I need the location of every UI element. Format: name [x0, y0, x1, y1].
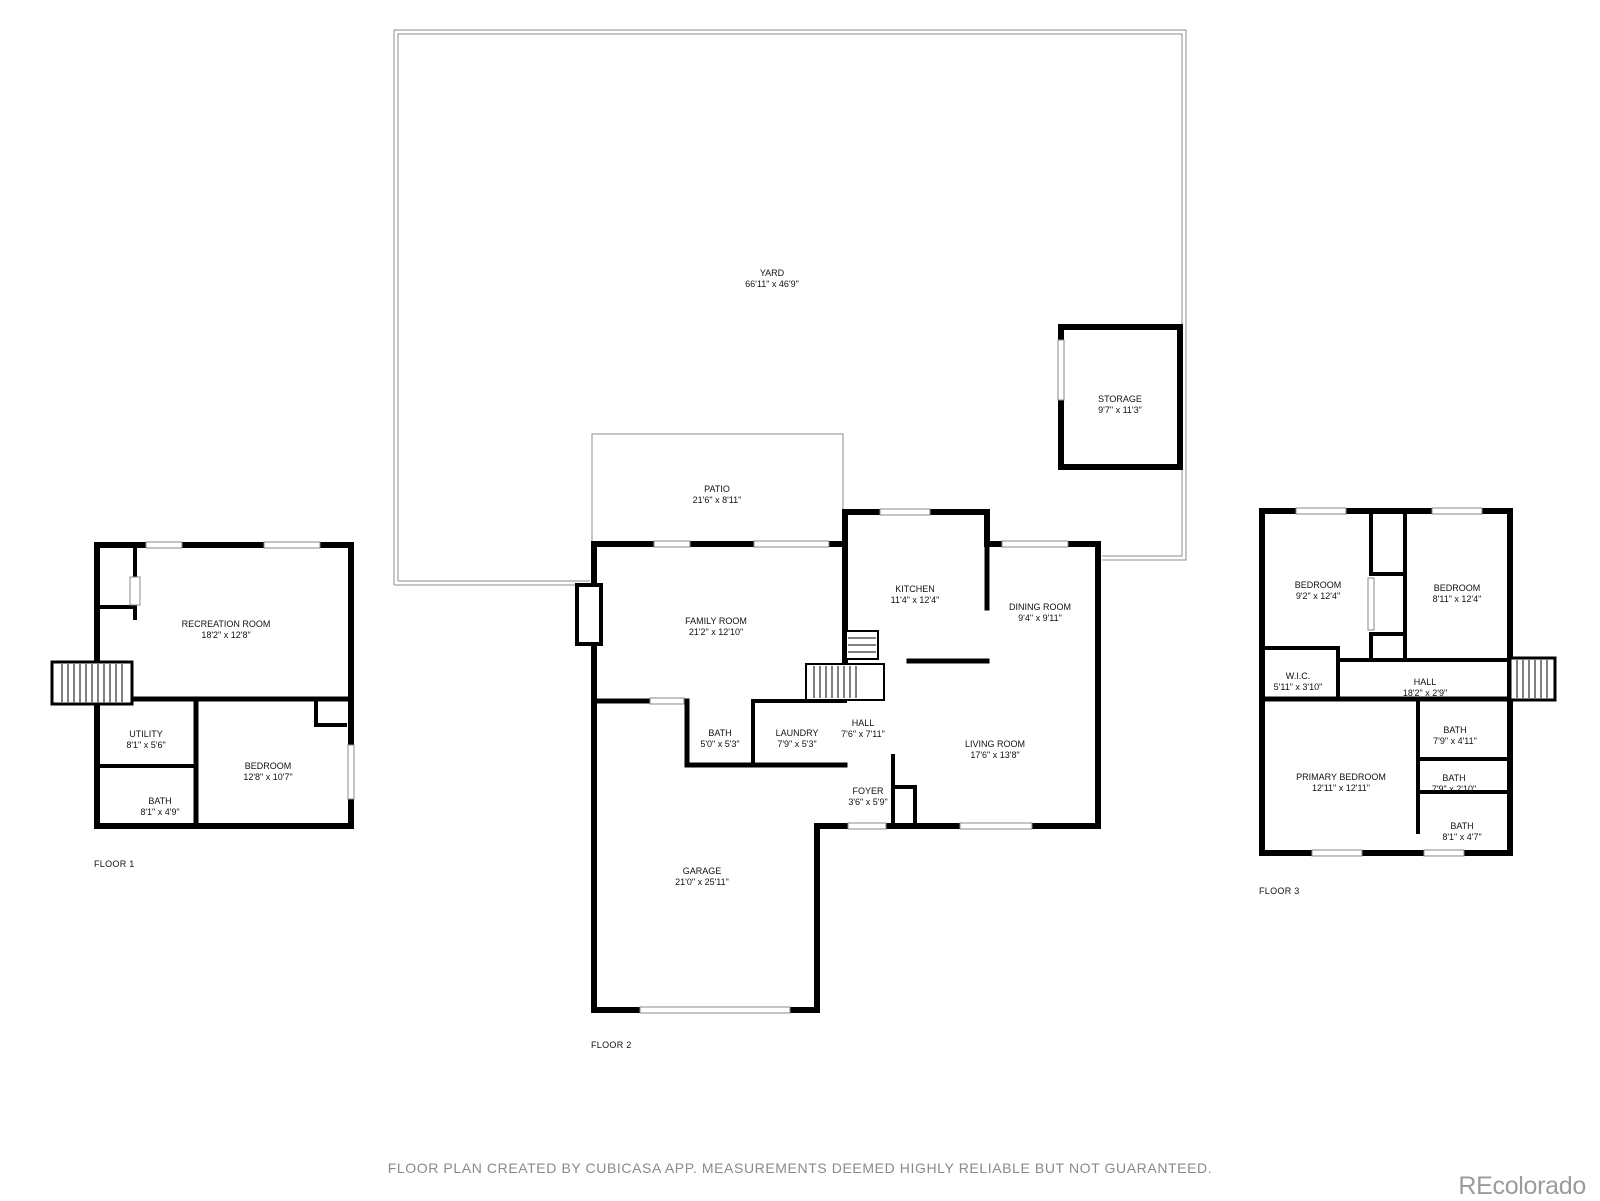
room-label-bath-floor-3-c: BATH 8'1" x 4'7": [1442, 821, 1481, 843]
floor-1-stairs: [50, 660, 134, 706]
room-dimensions: 3'6" x 5'9": [848, 797, 888, 807]
room-dimensions: 9'7" x 11'3": [1098, 405, 1142, 415]
room-dimensions: 66'11" x 46'9": [745, 279, 799, 289]
disclaimer-text: FLOOR PLAN CREATED BY CUBICASA APP. MEAS…: [387, 1160, 1213, 1176]
room-label-bedroom-floor-3-left: BEDROOM 9'2" x 12'4": [1295, 580, 1342, 602]
room-dimensions: 11'4" x 12'4": [890, 595, 940, 605]
room-name: DINING ROOM: [1009, 602, 1071, 612]
room-name: UTILITY: [129, 729, 163, 739]
room-dimensions: 12'11" x 12'11": [1311, 783, 1371, 793]
room-label-bath-floor-1: BATH 8'1" x 4'9": [140, 796, 179, 818]
room-dimensions: 7'9" x 4'11": [1433, 736, 1477, 746]
room-dimensions: 7'9" x 2'10": [1431, 784, 1477, 794]
room-label-bedroom-floor-3-right: BEDROOM 8'11" x 12'4": [1433, 583, 1482, 605]
room-label-yard: YARD 66'11" x 46'9": [745, 268, 799, 290]
room-name: FOYER: [852, 786, 884, 796]
brand-watermark: REcolorado: [1458, 1172, 1586, 1200]
room-dimensions: 7'9" x 5'3": [777, 739, 817, 749]
floor-label-2: FLOOR 2: [591, 1040, 632, 1050]
room-name: RECREATION ROOM: [181, 619, 271, 629]
room-dimensions: 21'2" x 12'10": [688, 627, 744, 637]
floor-1-openings: [129, 541, 355, 800]
room-dimensions: 8'1" x 4'9": [140, 807, 180, 817]
room-label-bath-floor-3-a: BATH 7'9" x 4'11": [1433, 725, 1477, 747]
room-label-bath-floor-2: BATH 5'0" x 5'3": [700, 728, 739, 750]
room-dimensions: 12'8" x 10'7": [243, 772, 293, 782]
room-name: BATH: [1443, 725, 1467, 735]
room-dimensions: 21'0" x 25'11": [675, 877, 729, 887]
room-name: BATH: [708, 728, 732, 738]
room-dimensions: 7'6" x 7'11": [841, 729, 885, 739]
room-dimensions: 18'2" x 2'9": [1402, 688, 1448, 698]
room-name: LAUNDRY: [775, 728, 819, 738]
room-label-kitchen: KITCHEN 11'4" x 12'4": [891, 584, 940, 606]
room-name: BEDROOM: [1433, 583, 1481, 593]
room-label-patio: PATIO 21'6" x 8'11": [693, 484, 742, 506]
storage-shed: [1057, 324, 1183, 470]
room-label-bedroom-floor-1: BEDROOM 12'8" x 10'7": [243, 761, 292, 783]
room-label-hall-floor-2: HALL 7'6" x 7'11": [841, 718, 885, 740]
room-label-family-room: FAMILY ROOM 21'2" x 12'10": [685, 616, 747, 638]
room-label-garage: GARAGE 21'0" x 25'11": [675, 866, 729, 888]
room-dimensions: 8'1" x 5'6": [126, 740, 166, 750]
floor-2-walls: [575, 509, 1101, 1013]
room-name: GARAGE: [682, 866, 722, 876]
room-dimensions: 8'1" x 4'7": [1442, 832, 1482, 842]
room-label-wic: W.I.C. 5'11" x 3'10": [1274, 671, 1323, 693]
floor-label-3: FLOOR 3: [1259, 886, 1300, 896]
room-label-recreation-room: RECREATION ROOM 18'2" x 12'8": [182, 619, 271, 641]
room-name: W.I.C.: [1285, 671, 1311, 681]
floor-label-1: FLOOR 1: [94, 859, 135, 869]
patio-outline: [591, 433, 844, 542]
room-dimensions: 21'6" x 8'11": [692, 495, 742, 505]
room-name: STORAGE: [1098, 394, 1142, 404]
room-dimensions: 18'2" x 12'8": [201, 630, 251, 640]
room-name: LIVING ROOM: [964, 739, 1026, 749]
room-name: HALL: [1413, 677, 1437, 687]
yard-outline: [393, 29, 1187, 586]
room-name: FAMILY ROOM: [685, 616, 747, 626]
room-label-storage: STORAGE 9'7" x 11'3": [1098, 394, 1142, 416]
room-name: BATH: [1442, 773, 1466, 783]
room-name: BATH: [148, 796, 172, 806]
room-label-dining-room: DINING ROOM 9'4" x 9'11": [1009, 602, 1071, 624]
room-dimensions: 9'2" x 12'4": [1295, 591, 1341, 601]
room-dimensions: 9'4" x 9'11": [1018, 613, 1062, 623]
room-name: BATH: [1450, 821, 1474, 831]
room-name: PRIMARY BEDROOM: [1296, 772, 1386, 782]
room-name: BEDROOM: [244, 761, 292, 771]
room-label-laundry: LAUNDRY 7'9" x 5'3": [776, 728, 819, 750]
floor-2-openings: [639, 508, 1069, 1014]
room-name: YARD: [759, 268, 785, 278]
room-label-foyer: FOYER 3'6" x 5'9": [848, 786, 887, 808]
room-name: PATIO: [704, 484, 730, 494]
room-dimensions: 5'0" x 5'3": [700, 739, 740, 749]
room-label-primary-bedroom: PRIMARY BEDROOM 12'11" x 12'11": [1296, 772, 1386, 794]
room-label-hall-floor-3: HALL 18'2" x 2'9": [1403, 677, 1447, 699]
room-name: KITCHEN: [895, 584, 935, 594]
room-label-utility: UTILITY 8'1" x 5'6": [126, 729, 165, 751]
floor-3-stairs: [1508, 656, 1557, 702]
room-name: HALL: [851, 718, 875, 728]
floor-3-openings: [1295, 507, 1483, 857]
room-dimensions: 5'11" x 3'10": [1273, 682, 1323, 692]
room-name: BEDROOM: [1294, 580, 1342, 590]
room-label-living-room: LIVING ROOM 17'6" x 13'8": [965, 739, 1025, 761]
room-dimensions: 17'6" x 13'8": [970, 750, 1020, 760]
room-dimensions: 8'11" x 12'4": [1432, 594, 1482, 604]
room-label-bath-floor-3-b: BATH 7'9" x 2'10": [1432, 773, 1476, 795]
floor-2-stairs: [805, 630, 885, 701]
